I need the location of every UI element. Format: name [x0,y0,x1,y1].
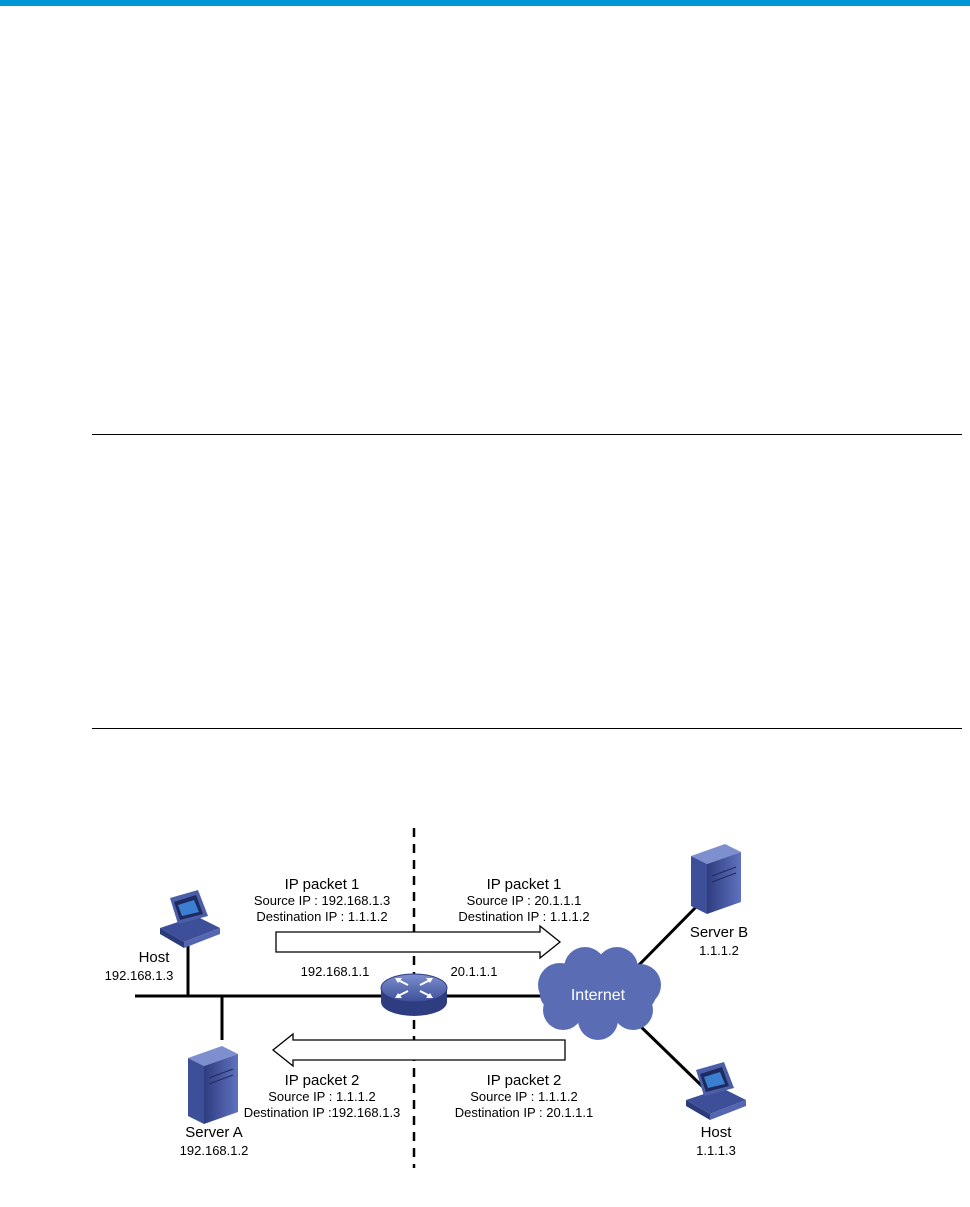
server-a-name: Server A [185,1124,243,1141]
packet1-inside-title: IP packet 1 [285,876,360,893]
packet2-outside-source: Source IP : 1.1.1.2 [470,1089,577,1104]
left-host-name: Host [139,949,171,966]
packet1-outside-source: Source IP : 20.1.1.1 [467,893,582,908]
packet2-inside-title: IP packet 2 [285,1072,360,1089]
horizontal-rule-top [92,434,962,435]
packet2-inside-source: Source IP : 1.1.1.2 [268,1089,375,1104]
packet1-outside-title: IP packet 1 [487,876,562,893]
server-tower-icon [691,844,741,914]
cloud-icon [538,947,661,1040]
top-accent-bar [0,0,970,6]
server-b-ip: 1.1.1.2 [699,943,739,958]
packet1-outside-destination: Destination IP : 1.1.1.2 [458,909,589,924]
desktop-computer-icon [160,890,220,948]
right-host-name: Host [701,1124,733,1141]
router-icon [380,973,448,1016]
packet2-arrow-left [271,1032,566,1068]
link-to-server-b [634,903,700,970]
packet1-inside-destination: Destination IP : 1.1.1.2 [256,909,387,924]
packet2-inside-destination: Destination IP :192.168.1.3 [244,1105,401,1120]
router-inside-ip: 192.168.1.1 [301,964,370,979]
server-b-name: Server B [690,924,748,941]
desktop-computer-icon [686,1062,746,1120]
router-outside-ip: 20.1.1.1 [451,964,498,979]
link-to-right-host [634,1020,706,1090]
packet1-inside-source: Source IP : 192.168.1.3 [254,893,390,908]
packet2-outside-title: IP packet 2 [487,1072,562,1089]
horizontal-rule-bottom [92,728,962,729]
left-host-ip: 192.168.1.3 [105,968,174,983]
server-tower-icon [188,1046,238,1124]
packet1-arrow-right [275,924,562,960]
right-host-ip: 1.1.1.3 [696,1143,736,1158]
server-a-ip: 192.168.1.2 [180,1143,249,1158]
packet2-outside-destination: Destination IP : 20.1.1.1 [455,1105,594,1120]
internet-label: Internet [571,987,626,1004]
